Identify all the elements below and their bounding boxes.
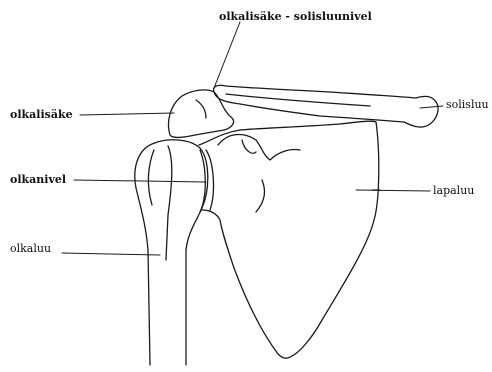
- label-ac-joint: olkalisäke - solisluunivel: [219, 11, 372, 22]
- humerus-bone: [135, 140, 208, 365]
- leader-line-humerus: [62, 253, 160, 255]
- leader-line-scapula: [356, 190, 430, 191]
- label-clavicle: solisluu: [446, 99, 489, 110]
- label-humerus: olkaluu: [10, 243, 51, 254]
- leader-line-glenohumeral: [74, 180, 206, 182]
- label-glenohumeral-joint: olkanivel: [10, 174, 66, 185]
- leader-line-acromion: [80, 113, 174, 115]
- acromion-process: [169, 90, 234, 137]
- label-acromion: olkalisäke: [10, 109, 73, 120]
- leader-line-ac-joint: [214, 22, 240, 88]
- scapula-bone: [199, 121, 380, 358]
- label-scapula: lapaluu: [433, 185, 474, 196]
- clavicle-bone: [214, 85, 438, 127]
- leader-line-clavicle: [420, 106, 443, 108]
